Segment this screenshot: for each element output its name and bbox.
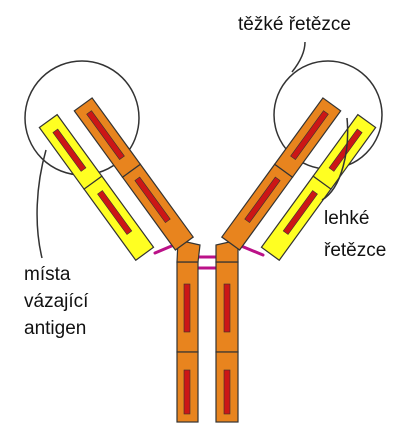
label-heavy-chains: těžké řetězce (238, 14, 351, 35)
label-light-chains-1: lehké (324, 208, 369, 229)
heavy-right-domain-marker (224, 284, 230, 332)
disulfide-bonds (155, 242, 263, 268)
heavy-right-domain-marker (224, 370, 230, 414)
heavy-chain-left (74, 98, 200, 422)
heavy-left-domain-marker (184, 284, 190, 332)
leader-binding-sites (37, 150, 46, 258)
label-binding-sites-3: antigen (24, 318, 86, 339)
label-binding-sites-2: vázající (24, 291, 89, 312)
label-binding-sites-1: místa (24, 264, 71, 285)
label-light-chains-2: řetězce (324, 240, 386, 261)
heavy-left-domain-marker (184, 370, 190, 414)
